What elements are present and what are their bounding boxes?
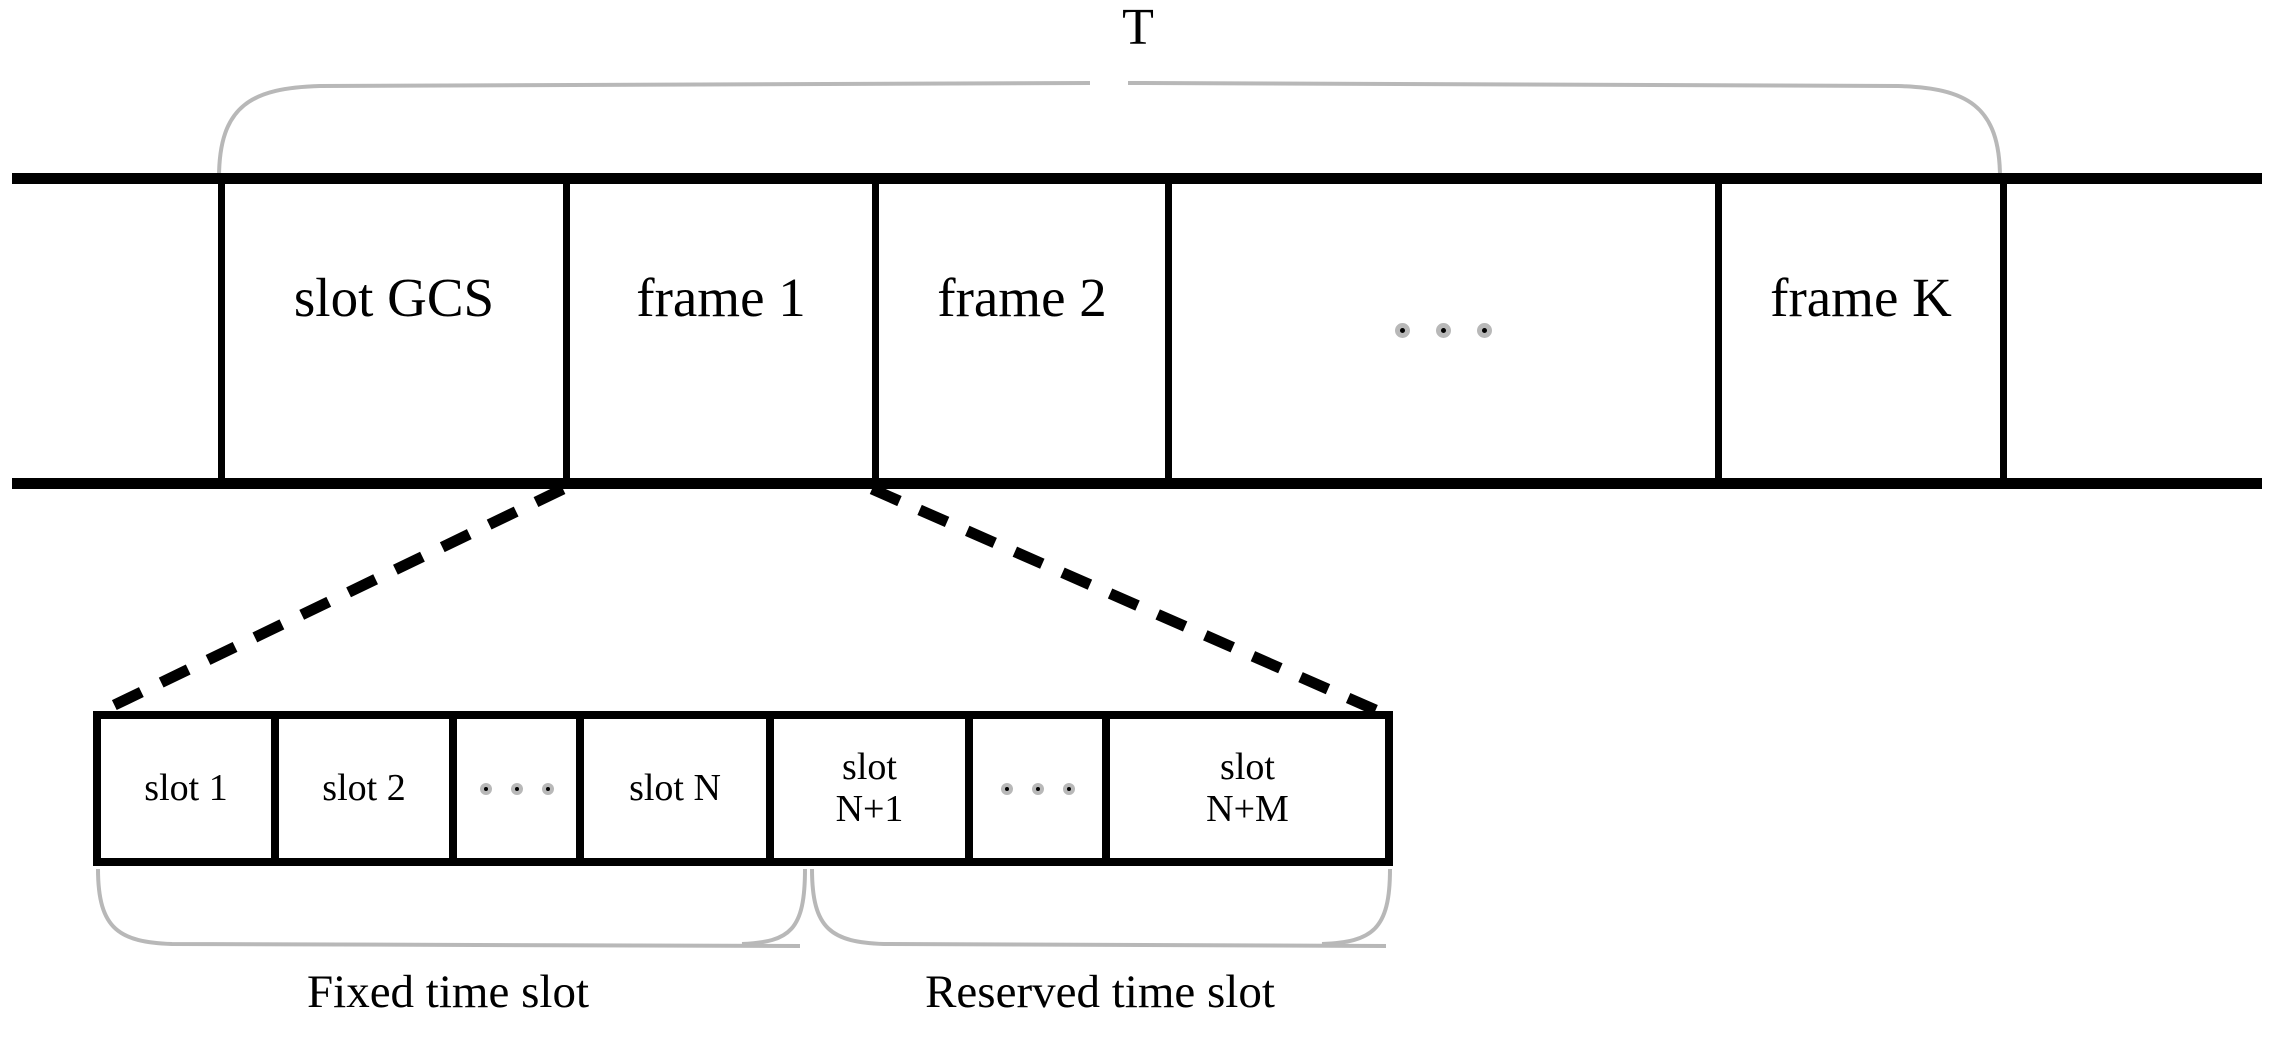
brace-period-T	[217, 81, 2002, 179]
slot-cell-ellipsis-fixed	[457, 719, 584, 858]
superframe-cell-slot-gcs[interactable]: slot GCS	[293, 267, 495, 328]
superframe-divider-3	[1165, 178, 1172, 483]
superframe-divider-2	[872, 178, 879, 483]
slot-cell-n-plus-1-line2: N+1	[835, 787, 904, 830]
superframe-top-rule	[12, 173, 2262, 184]
superframe-divider-0	[218, 178, 225, 483]
superframe-cell-frame-1[interactable]: frame 1	[636, 267, 806, 328]
slot-cell-1[interactable]: slot 1	[101, 719, 279, 858]
slot-cell-n-plus-m[interactable]: slot N+M	[1110, 719, 1385, 858]
slot-cell-n-plus-m-line1: slot	[1220, 746, 1275, 789]
superframe-divider-5	[2000, 178, 2007, 483]
slot-cell-n-plus-m-line2: N+M	[1206, 787, 1289, 830]
brace-fixed-time-slot	[96, 868, 807, 948]
slot-cell-1-label: slot 1	[144, 766, 228, 809]
slot-cell-2-label: slot 2	[322, 766, 406, 809]
ellipsis-fixed-icon	[457, 782, 576, 795]
superframe-divider-1	[563, 178, 570, 483]
caption-reserved-time-slot: Reserved time slot	[925, 966, 1275, 1018]
superframe-cell-frame-2[interactable]: frame 2	[937, 267, 1107, 328]
slot-row: slot 1 slot 2 slot N slot N+1 slot N+M	[93, 711, 1393, 866]
slot-cell-ellipsis-reserved	[973, 719, 1110, 858]
caption-fixed-time-slot: Fixed time slot	[307, 966, 589, 1018]
superframe-cell-ellipsis-icon	[1172, 320, 1715, 340]
slot-cell-n-label: slot N	[629, 766, 721, 809]
superframe-bottom-rule	[12, 478, 2262, 489]
slot-cell-2[interactable]: slot 2	[279, 719, 457, 858]
slot-cell-n-plus-1-line1: slot	[842, 746, 897, 789]
expansion-leader-lines	[97, 483, 1383, 718]
ellipsis-reserved-icon	[973, 782, 1102, 795]
slot-cell-n-plus-1[interactable]: slot N+1	[774, 719, 973, 858]
superframe-divider-4	[1715, 178, 1722, 483]
brace-reserved-time-slot	[810, 868, 1392, 948]
superframe-cell-frame-k[interactable]: frame K	[1770, 267, 1952, 328]
slot-cell-n[interactable]: slot N	[584, 719, 774, 858]
period-label-T: T	[1122, 0, 1154, 56]
